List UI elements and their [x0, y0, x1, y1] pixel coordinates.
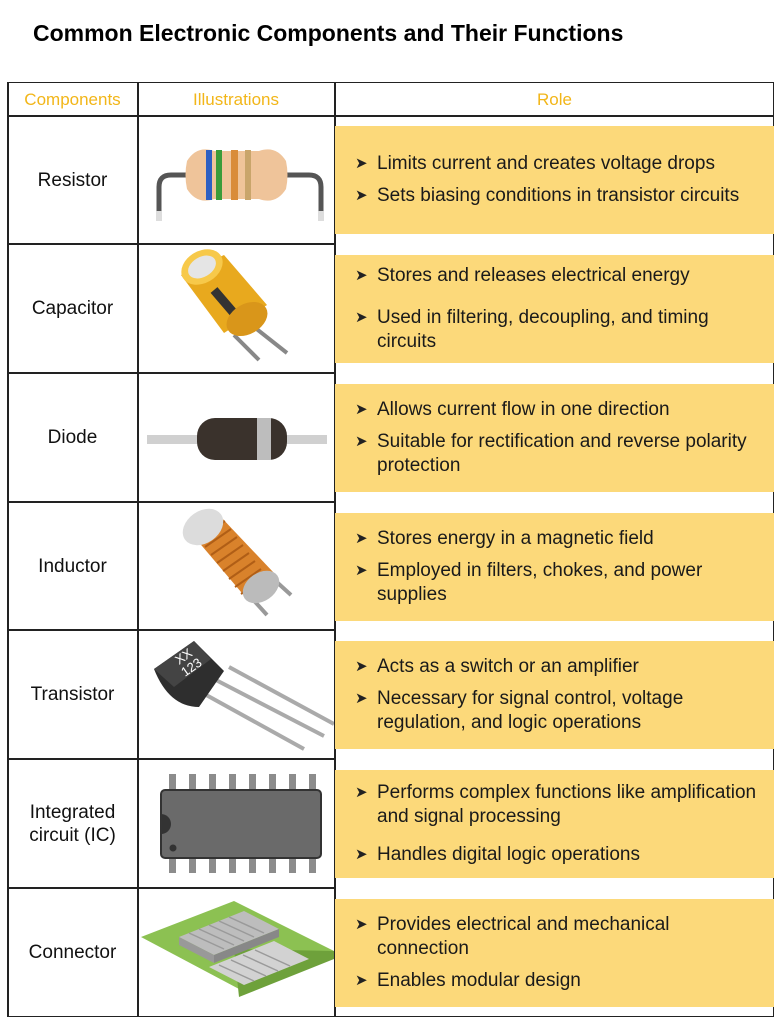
role-cell: ➤Limits current and creates voltage drop… — [335, 126, 774, 234]
role-bullet: ➤Stores and releases electrical energy — [355, 265, 690, 286]
header-role: Role — [537, 89, 572, 109]
header-illustrations: Illustrations — [193, 89, 279, 109]
components-table: Components Illustrations Role Resistor ➤… — [7, 82, 774, 1017]
inductor-icon — [139, 503, 334, 630]
transistor-icon: XX 123 — [139, 631, 334, 758]
component-name: Resistor — [37, 169, 108, 191]
role-bullet: ➤Necessary for signal control, voltage r… — [355, 688, 684, 733]
component-name: Diode — [47, 427, 98, 448]
role-bullet: ➤Stores energy in a magnetic field — [355, 528, 654, 549]
component-name: Integrated circuit (IC) — [29, 801, 116, 846]
role-bullet: ➤Allows current flow in one direction — [355, 399, 670, 420]
role-bullet: ➤Used in filtering, decoupling, and timi… — [355, 307, 709, 352]
role-bullet: ➤Suitable for rectification and reverse … — [355, 431, 747, 476]
header-components: Components — [24, 89, 121, 109]
diode-icon — [139, 374, 334, 501]
component-name: Transistor — [30, 684, 115, 705]
component-name: Inductor — [38, 555, 107, 577]
role-bullet: ➤Limits current and creates voltage drop… — [355, 153, 715, 174]
role-cell: ➤Performs complex functions like amplifi… — [335, 770, 774, 878]
component-name: Connector — [28, 942, 117, 963]
role-bullet: ➤Sets biasing conditions in transistor c… — [355, 185, 740, 206]
connector-icon — [139, 889, 334, 1016]
role-cell: ➤Acts as a switch or an amplifier ➤Neces… — [335, 641, 774, 749]
role-bullet: ➤Performs complex functions like amplifi… — [355, 782, 757, 827]
role-bullet: ➤Enables modular design — [355, 970, 581, 991]
role-bullet: ➤Employed in filters, chokes, and power … — [355, 560, 703, 605]
integrated-circuit-icon — [139, 760, 334, 887]
role-bullet: ➤Acts as a switch or an amplifier — [355, 656, 639, 677]
resistor-icon — [139, 117, 334, 244]
capacitor-icon — [139, 245, 334, 372]
role-cell: ➤Stores and releases electrical energy ➤… — [335, 255, 774, 363]
role-cell: ➤Provides electrical and mechanical conn… — [335, 899, 774, 1007]
role-bullet: ➤Provides electrical and mechanical conn… — [355, 914, 670, 959]
role-cell: ➤Stores energy in a magnetic field ➤Empl… — [335, 513, 774, 621]
role-cell: ➤Allows current flow in one direction ➤S… — [335, 384, 774, 492]
component-name: Capacitor — [31, 298, 114, 319]
page-title: Common Electronic Components and Their F… — [33, 20, 624, 46]
role-bullet: ➤Handles digital logic operations — [355, 844, 640, 865]
